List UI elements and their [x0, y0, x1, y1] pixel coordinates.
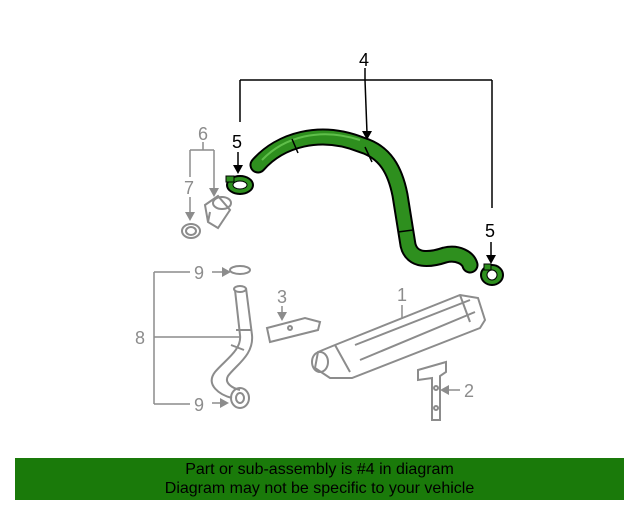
leader-line-3: [277, 306, 287, 321]
hose-part-4[interactable]: [249, 128, 479, 274]
part-1-intercooler: [311, 293, 487, 379]
callout-1: 1: [397, 285, 407, 305]
callout-9-lower: 9: [194, 395, 204, 415]
part-9-clamp-upper: [229, 265, 251, 275]
part-info-banner: Part or sub-assembly is #4 in diagram Di…: [15, 458, 624, 500]
callout-5-upper: 5: [232, 132, 242, 152]
part-8-pipe: [210, 285, 254, 399]
callout-7: 7: [184, 178, 194, 198]
callout-9-upper: 9: [194, 263, 204, 283]
clamp-part-5-upper[interactable]: [225, 175, 254, 195]
callout-2: 2: [464, 381, 474, 401]
leader-lines-8-9: [153, 267, 240, 408]
callout-6: 6: [198, 124, 208, 144]
part-7-seal-ring: [181, 223, 201, 239]
banner-line-disclaimer: Diagram may not be specific to your vehi…: [164, 480, 475, 497]
callout-8: 8: [135, 328, 145, 348]
part-9-clamp-lower: [230, 387, 250, 409]
callout-3: 3: [277, 287, 287, 307]
leader-lines-6-7: [185, 142, 219, 221]
leader-line-2: [440, 385, 460, 395]
callout-5-lower: 5: [485, 221, 495, 241]
banner-line-part: Part or sub-assembly is #4 in diagram: [185, 461, 454, 478]
part-6-connector: [203, 194, 232, 230]
clamp-part-5-lower[interactable]: [480, 263, 504, 286]
leader-lines-dark: [233, 68, 496, 264]
part-3-bracket: [265, 316, 322, 344]
part-2-bracket: [417, 360, 447, 421]
callout-4: 4: [359, 50, 369, 70]
